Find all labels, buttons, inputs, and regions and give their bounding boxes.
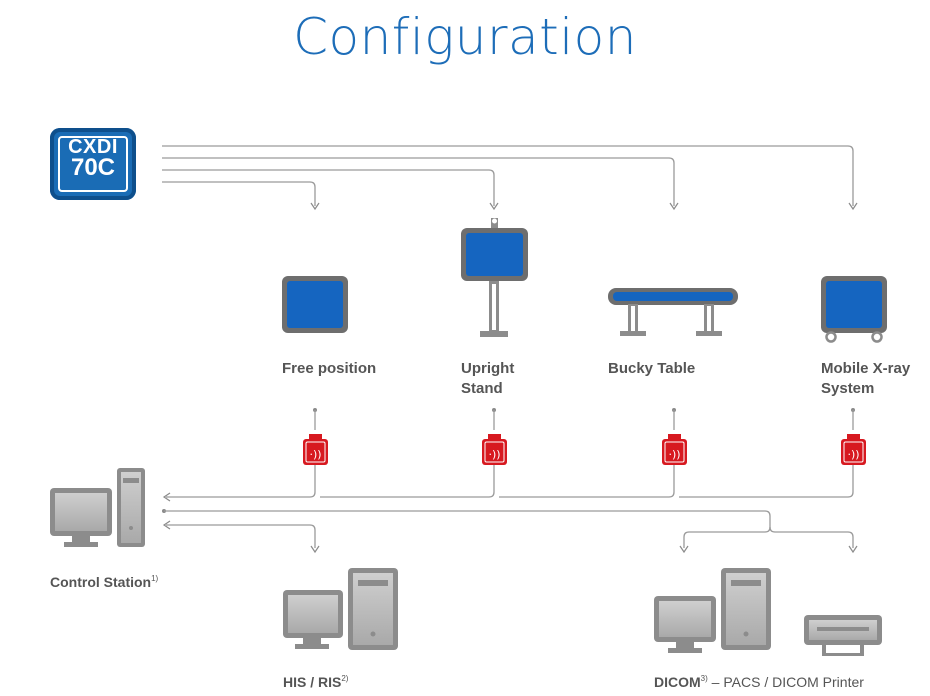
detector-panel-icon [282,276,348,333]
dicom-footnote: 3) [700,674,708,683]
computer-icon [50,468,145,547]
computer-icon [283,568,398,650]
svg-text:·)): ·)) [668,448,680,461]
control-station-label: Control Station1) [50,570,158,591]
upright-stand-label-line1: Upright [461,360,515,377]
badge-border [58,136,128,192]
svg-text:·)): ·)) [309,448,321,461]
dicom-destinations: – PACS / DICOM Printer [707,674,864,690]
mobile-xray-label-line1: Mobile X-ray [821,360,911,377]
control-station-text: Control Station [50,574,152,590]
mobile-xray-icon [821,276,887,343]
dicom-label: DICOM3) – PACS / DICOM Printer [654,670,864,691]
wireless-icon: ·)) [320,408,507,498]
wireless-icon: ·)) [679,408,866,498]
page-title: Configuration [293,8,637,66]
badge-text: CXDI 70C [50,136,136,181]
free-position-label: Free position [282,360,377,377]
svg-text:·)): ·)) [847,448,859,461]
badge-line-1: CXDI [68,136,118,158]
upright-stand-label: Upright Stand [461,359,514,399]
his-ris-text: HIS / RIS [283,674,342,690]
printer-icon [804,615,882,656]
bucky-table-label: Bucky Table [608,360,696,377]
dicom-text: DICOM [654,674,701,690]
cxdi-connection-lines [162,145,858,211]
svg-text:·)): ·)) [488,448,500,461]
upright-stand-label-line2: Stand [461,380,503,397]
wireless-icon: ·)) [499,408,687,498]
upright-stand-icon [461,218,528,337]
his-ris-footnote: 2) [341,674,349,683]
badge-line-2: 70C [70,154,116,181]
wireless-links: ·)) ·)) ·)) ·)) [162,408,866,502]
wireless-icon: ·)) [166,408,328,498]
his-ris-label: HIS / RIS2) [283,670,348,691]
bucky-table-icon [608,288,738,336]
network-lines [162,509,858,554]
mobile-xray-label-line2: System [821,380,875,397]
cxdi-70c-badge: CXDI 70C [50,128,136,200]
computer-icon [654,568,771,653]
mobile-xray-label: Mobile X-ray System [821,359,910,399]
control-station-footnote: 1) [151,574,159,583]
